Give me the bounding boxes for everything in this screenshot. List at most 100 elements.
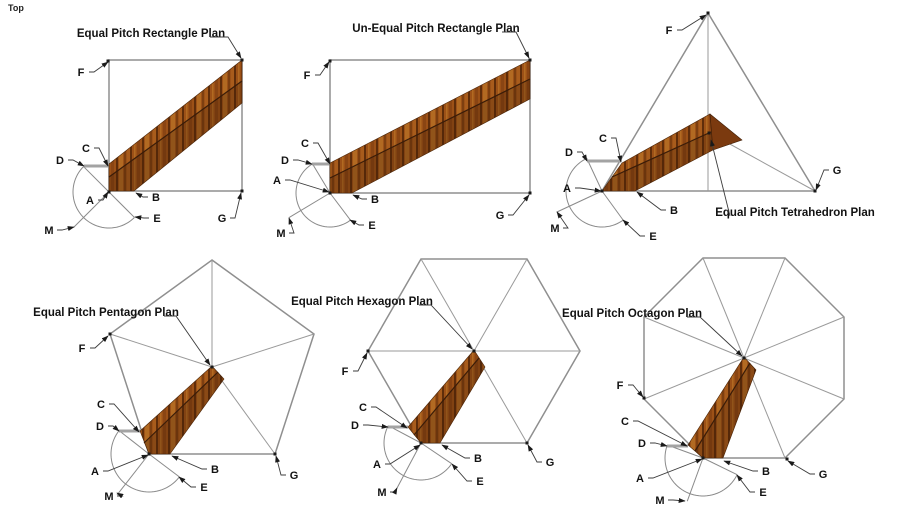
vertex-dot	[528, 58, 532, 62]
rafter-center-line	[108, 80, 243, 178]
point-label-B: B	[211, 464, 219, 476]
viewport-label-top: Top	[8, 3, 24, 13]
label-leader-M	[116, 492, 124, 499]
rafter-center-line	[329, 78, 531, 179]
label-leader-A	[98, 191, 109, 201]
point-label-F: F	[617, 380, 624, 392]
label-leader-A	[385, 444, 421, 465]
construction-ray	[396, 442, 422, 489]
hip-spoke-line	[643, 316, 745, 359]
label-leader-F	[353, 352, 368, 372]
vertex-dot	[785, 457, 789, 461]
vertex-dot	[328, 191, 332, 195]
point-label-B: B	[152, 192, 160, 204]
label-leader-C	[611, 137, 623, 163]
rafter-center-line	[694, 362, 751, 452]
diagram-title: Equal Pitch Hexagon Plan	[291, 296, 433, 308]
point-label-G: G	[496, 210, 505, 222]
point-label-F: F	[342, 366, 349, 378]
construction-ray	[83, 166, 110, 193]
hip-spoke-line	[109, 333, 213, 368]
construction-ray	[601, 190, 624, 221]
point-label-F: F	[78, 67, 85, 79]
vertex-dot	[240, 58, 244, 62]
point-label-E: E	[200, 482, 207, 494]
point-label-F: F	[666, 25, 673, 37]
point-label-E: E	[368, 220, 375, 232]
label-leader-E	[451, 463, 472, 482]
point-label-C: C	[82, 143, 90, 155]
vertex-dot	[600, 189, 604, 193]
vertex-dot	[642, 396, 646, 400]
point-label-M: M	[377, 487, 386, 499]
title-leader-line	[687, 316, 743, 357]
point-label-D: D	[96, 421, 104, 433]
vertex-dot	[147, 452, 151, 456]
hip-spoke-line	[743, 357, 845, 400]
label-leader-G	[527, 444, 542, 463]
point-label-G: G	[218, 213, 227, 225]
label-leader-E	[134, 215, 149, 221]
construction-ray	[148, 453, 180, 478]
point-label-C: C	[301, 138, 309, 150]
label-leader-M	[288, 217, 295, 234]
point-label-A: A	[563, 183, 571, 195]
label-leader-G	[787, 460, 815, 475]
label-leader-F	[89, 61, 109, 73]
development-arc	[295, 163, 351, 228]
development-arc	[565, 157, 624, 228]
construction-ray	[312, 163, 331, 194]
label-leader-G	[275, 455, 286, 476]
title-leader-line	[710, 139, 731, 217]
label-leader-B	[135, 192, 148, 199]
rafter-center-line	[611, 131, 712, 178]
point-label-A: A	[86, 195, 94, 207]
rafter-shaded-half	[144, 372, 224, 454]
label-leader-G	[230, 192, 242, 219]
rafter-shaded-half	[602, 132, 713, 191]
point-label-F: F	[79, 343, 86, 355]
label-leader-D	[293, 159, 313, 165]
label-leader-B	[636, 191, 666, 211]
development-arc	[664, 444, 738, 497]
point-label-G: G	[819, 469, 828, 481]
diagram-title: Un-Equal Pitch Rectangle Plan	[352, 23, 519, 35]
point-label-M: M	[276, 228, 285, 240]
title-leader-line	[210, 36, 242, 59]
point-label-D: D	[565, 147, 573, 159]
point-label-B: B	[670, 205, 678, 217]
label-leader-C	[109, 403, 140, 433]
label-leader-D	[650, 442, 668, 447]
label-leader-G	[815, 169, 829, 191]
rafter-shaded-half	[330, 79, 530, 193]
point-label-A: A	[273, 175, 281, 187]
vertex-dot	[813, 189, 817, 193]
point-label-B: B	[474, 453, 482, 465]
label-leader-F	[90, 335, 109, 349]
label-leader-D	[108, 425, 120, 432]
vertex-dot	[328, 59, 332, 63]
vertex-dot	[707, 131, 711, 135]
hip-spoke-line	[743, 257, 786, 359]
point-label-G: G	[290, 470, 299, 482]
label-leader-E	[622, 219, 645, 237]
point-label-F: F	[304, 70, 311, 82]
construction-ray	[686, 457, 704, 502]
label-leader-C	[313, 142, 331, 165]
point-label-C: C	[359, 402, 367, 414]
point-label-C: C	[599, 133, 607, 145]
vertex-dot	[107, 190, 111, 194]
vertex-dot	[528, 191, 532, 195]
rafter-shaded-half	[414, 358, 485, 443]
hip-spoke-line	[473, 258, 528, 352]
point-label-E: E	[153, 213, 160, 225]
point-label-G: G	[546, 457, 555, 469]
point-label-A: A	[636, 473, 644, 485]
label-leader-E	[349, 219, 364, 226]
point-label-E: E	[476, 476, 483, 488]
hip-spoke-line	[743, 316, 845, 359]
